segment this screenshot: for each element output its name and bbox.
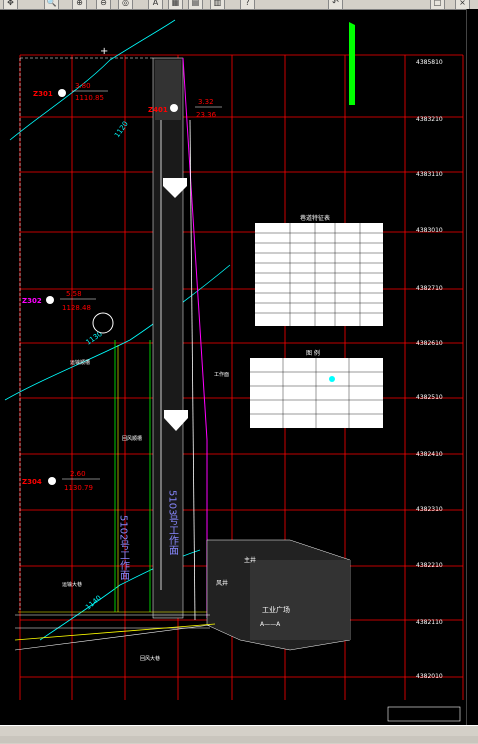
- note-label: 运输大巷: [62, 581, 82, 588]
- svg-text:3.32: 3.32: [198, 98, 214, 106]
- grid-label: 4382410: [416, 451, 443, 458]
- bottom-roadways: [14, 614, 211, 651]
- boundary-line: [19, 57, 155, 610]
- help-icon[interactable]: ?: [240, 0, 255, 9]
- ventilation-arrow: [163, 178, 187, 198]
- industrial-site-label: 工业广场: [262, 605, 290, 614]
- svg-text:3.80: 3.80: [75, 82, 91, 90]
- svg-text:1130.79: 1130.79: [64, 484, 93, 492]
- air-shaft-label: 风井: [216, 579, 228, 587]
- work-face-label: 工作面: [214, 371, 229, 378]
- north-arrow-marker: [349, 22, 355, 105]
- undo-icon[interactable]: ↶: [328, 0, 343, 9]
- svg-text:5.58: 5.58: [66, 290, 82, 298]
- green-roadways: [114, 340, 151, 612]
- contour-label: 1140: [84, 594, 103, 612]
- ventilation-arrow: [164, 410, 188, 431]
- legend-table: 图 例: [250, 349, 383, 428]
- svg-text:2.60: 2.60: [70, 470, 86, 478]
- roadway-lines: [160, 119, 196, 621]
- tool-palette-icon[interactable]: ▤: [188, 0, 203, 9]
- grid-labels: 4385810 4383210 4383110 4383010 4382710 …: [416, 59, 443, 680]
- title-block: [387, 706, 461, 722]
- main-shaft-label: 主井: [244, 556, 256, 564]
- panel-label-left: 5102号工作面: [118, 515, 130, 581]
- contour-label: 1120: [113, 120, 130, 139]
- zoom-window-icon[interactable]: ⊕: [72, 0, 87, 9]
- grid-label: 4382610: [416, 340, 443, 347]
- grid-label: 4382210: [416, 562, 443, 569]
- hatched-site: [250, 560, 350, 640]
- svg-text:Z304: Z304: [22, 478, 42, 486]
- mining-panel: [152, 57, 184, 619]
- drawing-canvas[interactable]: 4385810 4383210 4383110 4383010 4382710 …: [0, 9, 466, 725]
- yellow-line: [14, 623, 216, 641]
- grid-label: 4383010: [416, 227, 443, 234]
- grid-label: 4382010: [416, 673, 443, 680]
- grid-label: 4383110: [416, 171, 443, 178]
- zoom-previous-icon[interactable]: ⊖: [96, 0, 111, 9]
- horizontal-scrollbar[interactable]: [0, 736, 478, 743]
- grid-label: 4382110: [416, 619, 443, 626]
- panel-boundary-magenta: [182, 57, 208, 618]
- yellow-roadways: [18, 345, 215, 613]
- svg-text:图 例: 图 例: [306, 349, 320, 357]
- survey-point-z301[interactable]: Z301 3.80 1110.85: [33, 82, 108, 102]
- survey-point-z304[interactable]: Z304 2.60 1130.79: [22, 470, 100, 492]
- svg-text:23.36: 23.36: [196, 111, 217, 119]
- design-center-icon[interactable]: ▦: [168, 0, 183, 9]
- svg-text:1110.85: 1110.85: [75, 94, 104, 102]
- window-ctrl-icon[interactable]: □: [430, 0, 445, 9]
- svg-text:巷道特征表: 巷道特征表: [300, 214, 330, 222]
- grid-label: 4382710: [416, 285, 443, 292]
- svg-text:Z401: Z401: [148, 106, 168, 114]
- section-label: A——A: [260, 621, 281, 628]
- svg-text:Z302: Z302: [22, 297, 42, 305]
- svg-text:Z301: Z301: [33, 90, 53, 98]
- cad-toolbar: ✥ 🔍 ⊕ ⊖ ◎ A ▦ ▤ ▥ ? ↶ □ ×: [0, 0, 478, 10]
- zoom-extents-icon[interactable]: ◎: [118, 0, 133, 9]
- survey-point-z302[interactable]: Z302 5.58 1128.48: [22, 290, 96, 312]
- note-label: 回风大巷: [140, 655, 160, 662]
- survey-point-z401[interactable]: Z401 3.32 23.36: [148, 98, 222, 119]
- vertical-scrollbar[interactable]: [466, 9, 478, 725]
- pan-icon[interactable]: ✥: [3, 0, 18, 9]
- grid-label: 4382310: [416, 506, 443, 513]
- svg-text:1128.48: 1128.48: [62, 304, 91, 312]
- properties-icon[interactable]: A: [148, 0, 163, 9]
- borehole-symbol-icon: [92, 312, 114, 334]
- grid-label: 4385810: [416, 59, 443, 66]
- note-label: 回风顺槽: [122, 435, 142, 442]
- note-label: 运输顺槽: [70, 359, 90, 366]
- close-icon[interactable]: ×: [455, 0, 470, 9]
- roadway-table: 巷道特征表: [255, 214, 383, 326]
- layer-icon[interactable]: ▥: [210, 0, 225, 9]
- zoom-realtime-icon[interactable]: 🔍: [44, 0, 59, 9]
- crosshair: +: [100, 46, 108, 57]
- grid-label: 4383210: [416, 116, 443, 123]
- panel-label-right: 5103号工作面: [167, 490, 179, 556]
- grid-label: 4382510: [416, 394, 443, 401]
